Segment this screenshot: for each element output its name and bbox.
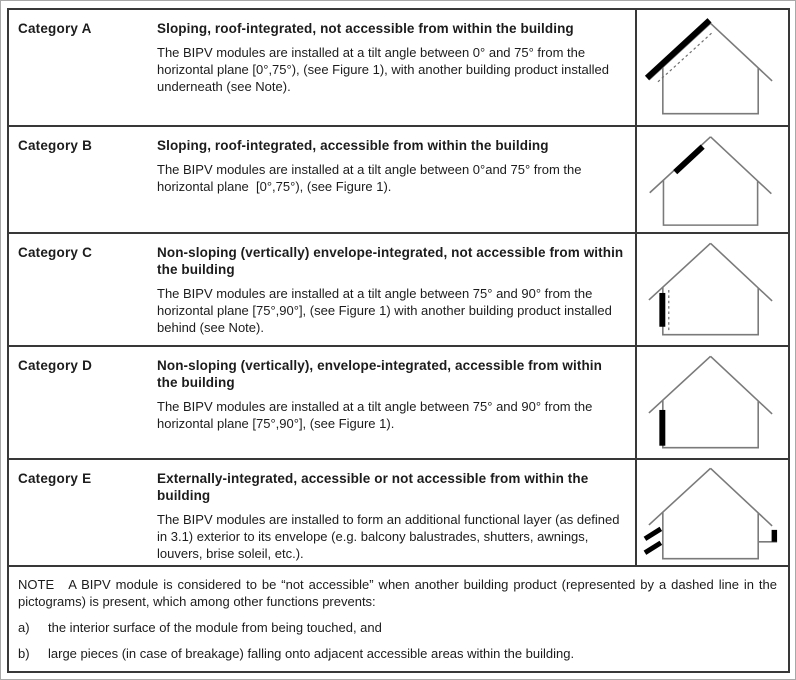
category-description: The BIPV modules are installed to form a…	[157, 511, 620, 561]
table-row-category-b: Category B Sloping, roof-integrated, acc…	[9, 127, 788, 234]
note-lead-text: NOTE A BIPV module is considered to be “…	[18, 577, 777, 609]
category-title: Sloping, roof-integrated, accessible fro…	[157, 138, 549, 154]
note-item-text: the interior surface of the module from …	[48, 620, 382, 635]
external-louver-module	[643, 540, 663, 556]
category-description: The BIPV modules are installed at a tilt…	[157, 399, 593, 432]
note-item-b: b) large pieces (in case of breakage) fa…	[18, 645, 777, 662]
roof-module	[644, 17, 712, 80]
pictogram-cell	[635, 233, 788, 346]
note-item-label: b)	[18, 646, 30, 661]
category-text-cell: Sloping, roof-integrated, not accessible…	[151, 10, 635, 125]
category-title: Non-sloping (vertically), envelope-integ…	[157, 358, 602, 391]
category-title: Non-sloping (vertically) envelope-integr…	[157, 244, 624, 277]
house-roof-module-icon	[649, 135, 772, 226]
category-text-cell: Non-sloping (vertically), envelope-integ…	[151, 347, 635, 457]
note-item-label: a)	[18, 620, 30, 635]
house-wall-module-icon	[648, 356, 773, 449]
pictogram-cell	[635, 459, 788, 565]
category-label: Category A	[18, 21, 92, 36]
category-title: Sloping, roof-integrated, not accessible…	[157, 21, 574, 36]
category-text-cell: Sloping, roof-integrated, accessible fro…	[151, 127, 635, 231]
house-wall-module-with-dashed-backing-icon	[648, 243, 773, 336]
category-text-cell: Non-sloping (vertically) envelope-integr…	[151, 234, 635, 345]
pictogram-cell	[635, 10, 788, 126]
category-label: Category C	[18, 244, 93, 260]
category-description: The BIPV modules are installed at a tilt…	[157, 45, 609, 94]
category-label: Category B	[18, 138, 93, 154]
category-description: The BIPV modules are installed at a tilt…	[157, 162, 582, 195]
roof-module	[673, 144, 705, 174]
category-label: Category E	[18, 470, 92, 486]
note-item-a: a) the interior surface of the module fr…	[18, 619, 777, 636]
category-text-cell: Externally-integrated, accessible or not…	[151, 460, 635, 565]
house-roof-module-with-dashed-underlayer-icon	[644, 17, 773, 115]
wall-module	[659, 410, 666, 447]
category-description: The BIPV modules are installed at a tilt…	[157, 285, 612, 335]
house-external-louvers-and-balustrade-icon	[643, 467, 778, 560]
wall-module	[659, 293, 666, 328]
note-item-text: large pieces (in case of breakage) falli…	[48, 646, 575, 661]
balustrade-module	[771, 530, 778, 543]
category-title: Externally-integrated, accessible or not…	[157, 470, 589, 503]
note-section: NOTE A BIPV module is considered to be “…	[9, 567, 788, 671]
table-row-category-d: Category D Non-sloping (vertically), env…	[9, 347, 788, 460]
pictogram-cell	[635, 127, 788, 232]
external-louver-module	[643, 527, 663, 542]
category-table: Category A Sloping, roof-integrated, not…	[7, 8, 790, 673]
category-label: Category D	[18, 358, 93, 374]
pictogram-cell	[635, 347, 788, 458]
table-row-category-a: Category A Sloping, roof-integrated, not…	[9, 10, 788, 128]
table-row-category-c: Category C Non-sloping (vertically) enve…	[9, 233, 788, 348]
dashed-underlayer	[657, 32, 712, 83]
table-row-category-e: Category E Externally-integrated, access…	[9, 459, 788, 567]
